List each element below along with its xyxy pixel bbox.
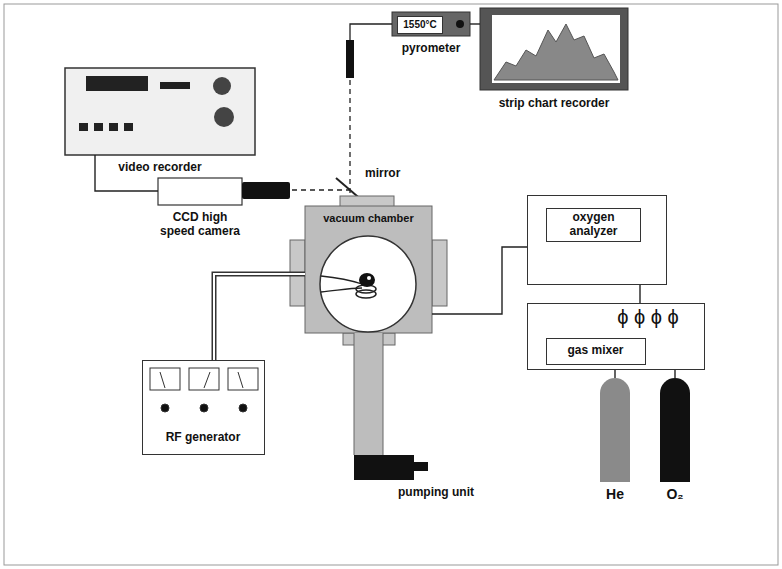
connector (368, 333, 369, 455)
wire (674, 370, 675, 378)
cable (214, 274, 305, 360)
node-label: oxygen analyzer (546, 208, 641, 242)
wire (614, 370, 615, 378)
node-label: CCD high speed camera (157, 211, 243, 239)
node-label: gas mixer (547, 344, 644, 358)
vacuum-chamber: vacuum chamber (305, 206, 432, 333)
gas-cylinder: He (600, 378, 630, 482)
gas-cylinder: O₂ (660, 378, 690, 482)
node-label: pyrometer (382, 42, 480, 56)
node-label: RF generator (143, 431, 263, 445)
cable (214, 274, 305, 360)
node-label: ϕ ϕ ϕ ϕ (594, 306, 702, 329)
strip-chart-drawing (480, 8, 628, 90)
wire (639, 285, 640, 303)
rf-generator: RF generator (142, 360, 265, 455)
gas-mixer-panel: ϕ ϕ ϕ ϕ gas mixer (527, 303, 705, 370)
video-recorder-drawing (65, 68, 255, 155)
wire (432, 247, 527, 314)
pipe (355, 333, 383, 455)
node-label: vacuum chamber (309, 212, 428, 225)
connector (640, 285, 641, 303)
vacuum-chamber-drawing (290, 196, 447, 345)
gas-mixer: gas mixer (546, 338, 646, 365)
video-recorder: video recorder (65, 68, 255, 155)
pyrometer: 1550°Cpyrometer (392, 12, 470, 36)
node-label: pumping unit (398, 486, 490, 500)
optical-path (292, 80, 350, 196)
rf-meters (150, 368, 258, 412)
node-label: strip chart recorder (480, 97, 628, 111)
part-label: mirror (365, 166, 400, 180)
node-label: He (585, 486, 645, 502)
connector (615, 370, 616, 378)
wire (470, 23, 480, 24)
oxygen-analyzer: oxygen analyzer (527, 195, 667, 285)
pump-nozzle (414, 462, 428, 471)
camera: CCD high speed camera (158, 178, 242, 205)
strip-chart-recorder: strip chart recorder (480, 8, 628, 90)
connector (470, 24, 480, 25)
node-label: 1550°C (397, 16, 443, 34)
connector (675, 370, 676, 378)
frame (4, 4, 778, 565)
camera-drawing (158, 178, 290, 205)
connector (214, 274, 305, 360)
connector (432, 247, 527, 314)
node-label: video recorder (95, 161, 225, 175)
pipe (354, 333, 384, 455)
pumping-unit: pumping unit (354, 455, 414, 480)
node-label: O₂ (645, 486, 705, 502)
